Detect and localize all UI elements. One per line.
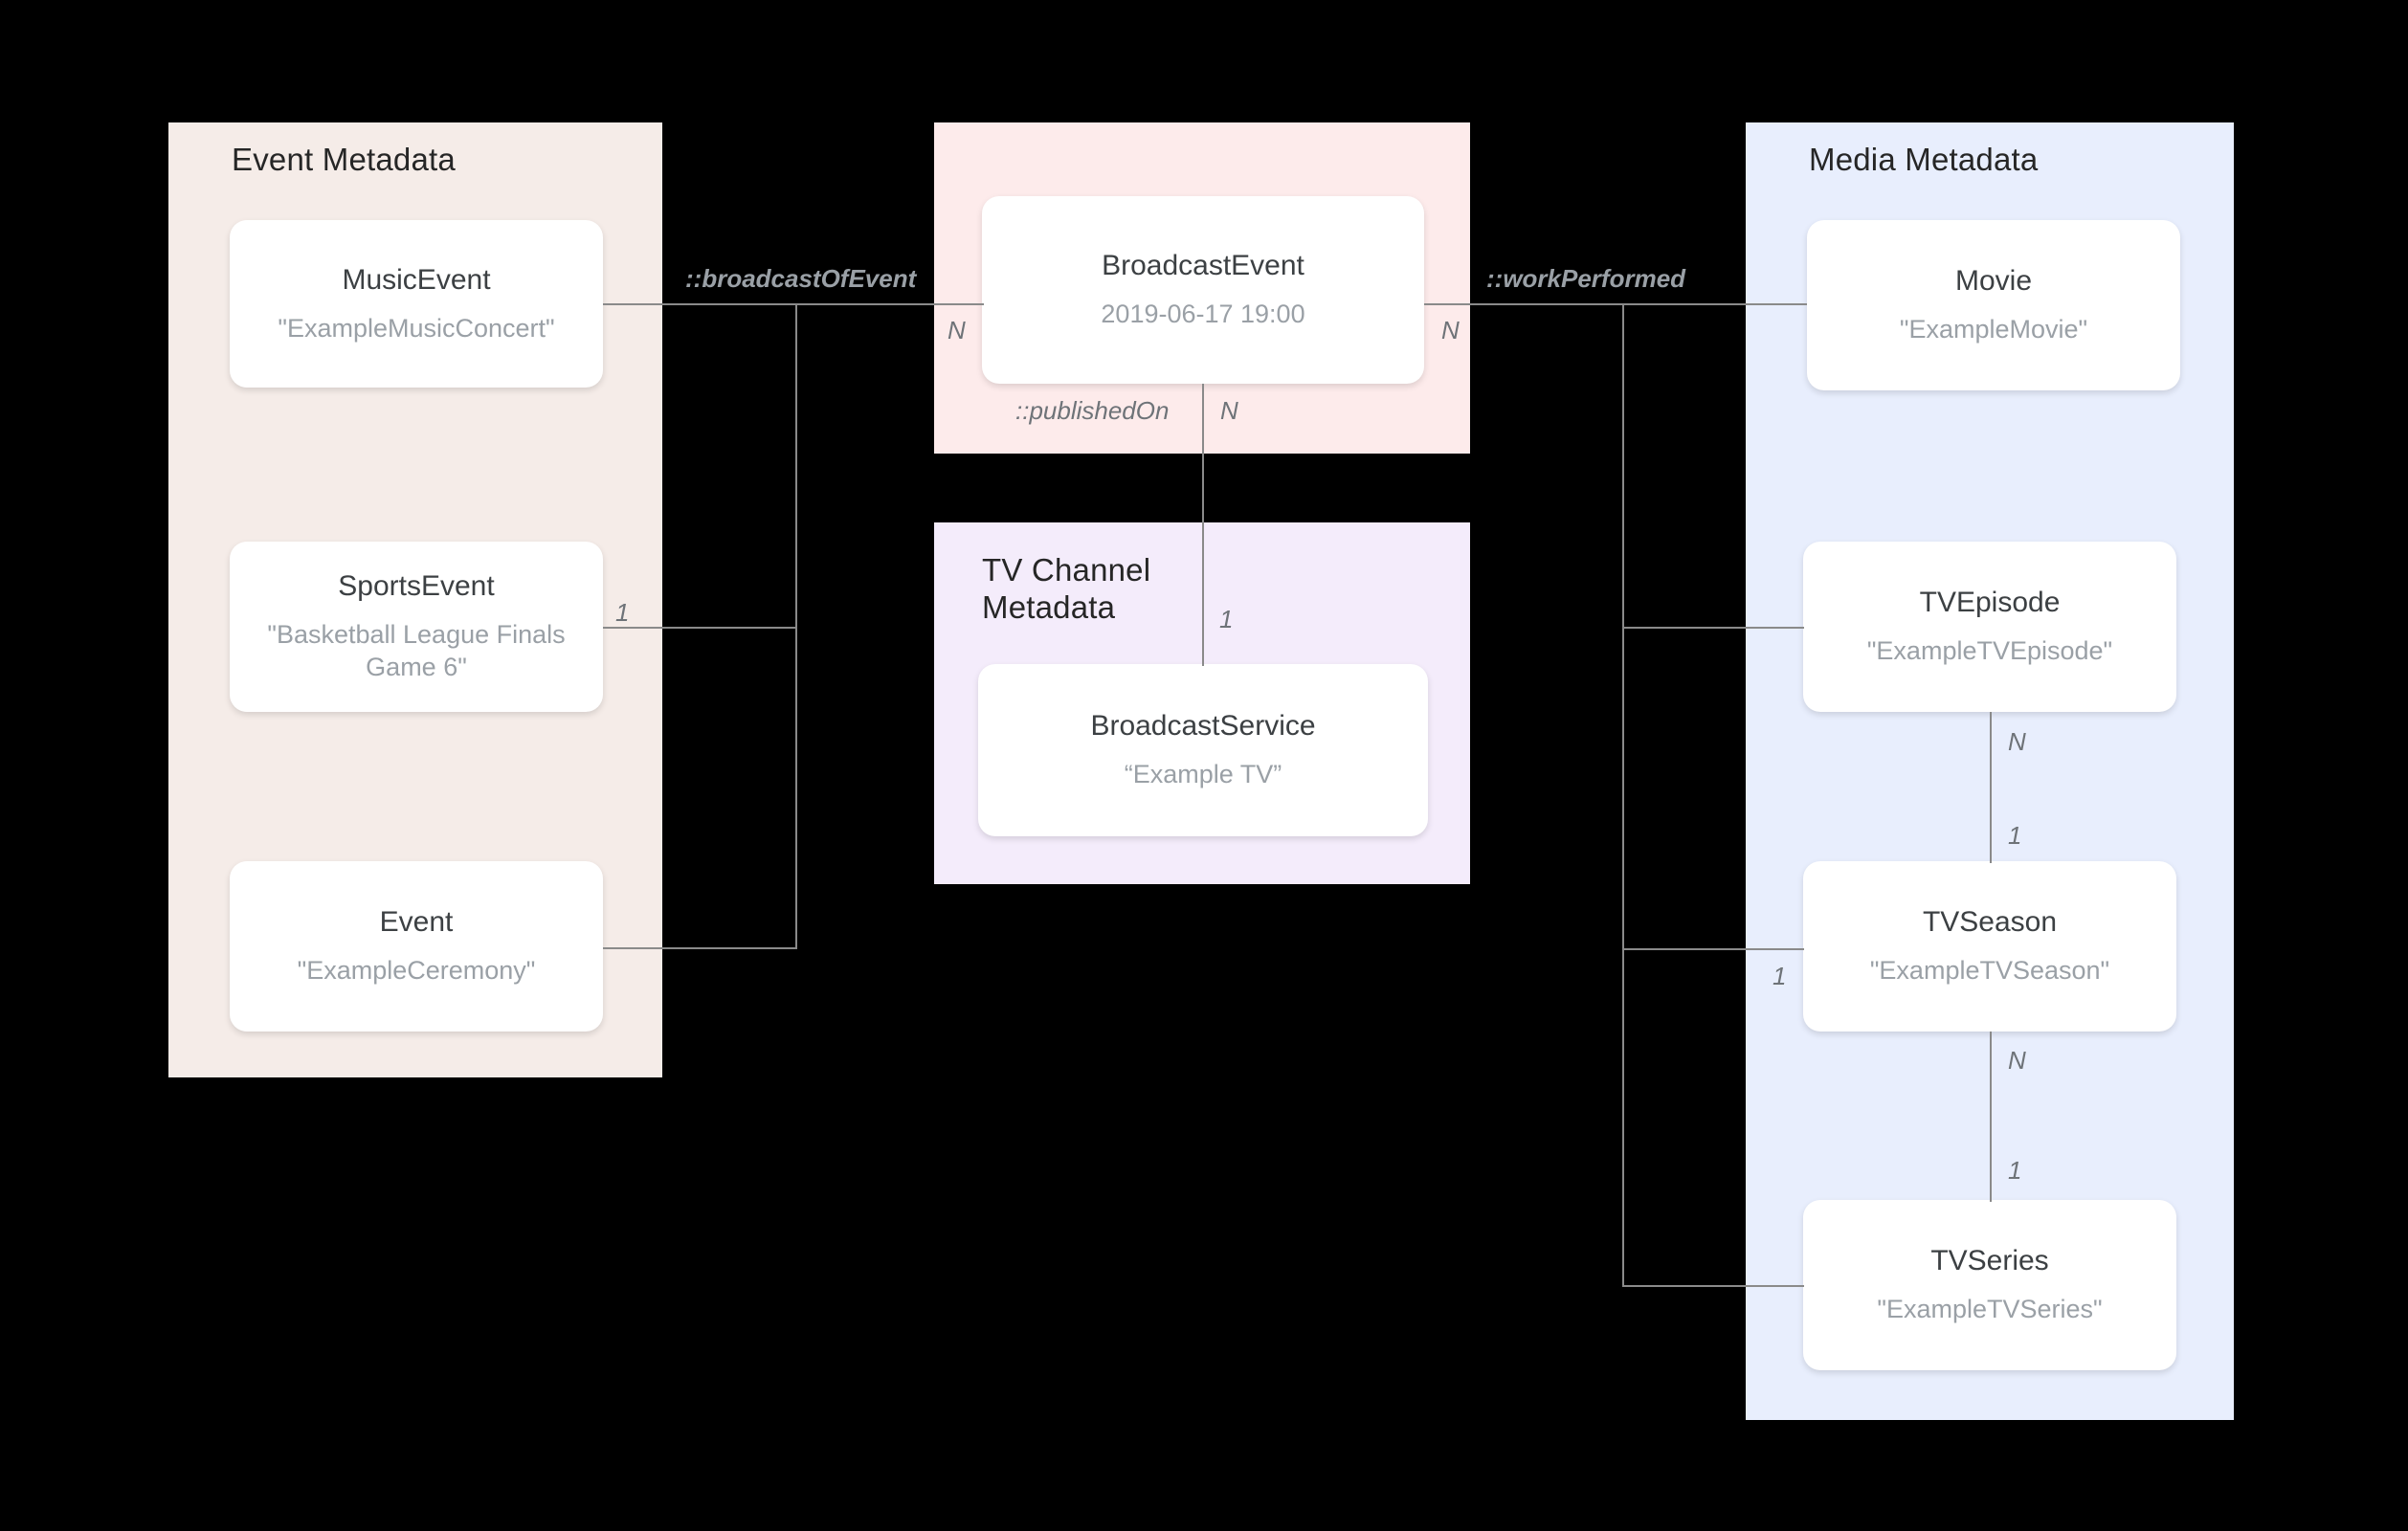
entity-value-music-event: "ExampleMusicConcert" — [278, 313, 555, 343]
group-title-tv-channel-metadata: TV Channel Metadata — [982, 552, 1151, 625]
connector-tv-episode-to-tv-season — [1990, 712, 1992, 863]
connector-trunk-to-tv-series — [1622, 1285, 1804, 1287]
entity-type-tv-episode: TVEpisode — [1919, 587, 2061, 619]
entity-type-movie: Movie — [1954, 265, 2033, 298]
connector-music-event-to-broadcast-event — [603, 303, 984, 305]
relation-label-broadcast-of-event: ::broadcastOfEvent — [685, 264, 917, 293]
cardinality-tv-episode-to-season-1: 1 — [2008, 821, 2022, 850]
cardinality-broadcast-event-bottom: N — [1220, 396, 1238, 425]
entity-value-event: "ExampleCeremony" — [297, 956, 536, 986]
entity-type-event: Event — [379, 906, 454, 939]
entity-type-tv-series: TVSeries — [1930, 1245, 2049, 1277]
entity-type-music-event: MusicEvent — [342, 263, 491, 296]
connector-sports-event-to-trunk — [603, 627, 797, 629]
entity-card-sports-event[interactable]: SportsEvent "Basketball League Finals Ga… — [230, 542, 603, 712]
entity-value-tv-series: "ExampleTVSeries" — [1877, 1295, 2103, 1324]
connector-broadcast-event-to-broadcast-service — [1202, 384, 1204, 666]
entity-type-broadcast-service: BroadcastService — [1090, 710, 1316, 743]
connector-trunk-to-tv-episode — [1622, 627, 1804, 629]
entity-value-broadcast-event: 2019-06-17 19:00 — [1101, 300, 1305, 329]
entity-type-sports-event: SportsEvent — [338, 570, 495, 603]
cardinality-sports-event-to-broadcast: 1 — [615, 598, 630, 627]
entity-card-event[interactable]: Event "ExampleCeremony" — [230, 861, 603, 1032]
cardinality-broadcast-event-right: N — [1441, 316, 1460, 344]
entity-card-movie[interactable]: Movie "ExampleMovie" — [1807, 220, 2180, 390]
connector-event-to-trunk — [603, 947, 797, 949]
group-title-event-metadata: Event Metadata — [232, 142, 456, 177]
cardinality-tv-episode-to-season-n: N — [2008, 727, 2026, 756]
entity-value-tv-episode: "ExampleTVEpisode" — [1866, 636, 2113, 666]
entity-card-broadcast-event[interactable]: BroadcastEvent 2019-06-17 19:00 — [982, 196, 1424, 384]
cardinality-broadcast-service-top: 1 — [1219, 605, 1234, 633]
entity-type-tv-season: TVSeason — [1922, 906, 2058, 939]
entity-card-tv-series[interactable]: TVSeries "ExampleTVSeries" — [1803, 1200, 2176, 1370]
connector-trunk-event-left — [795, 303, 797, 948]
entity-type-broadcast-event: BroadcastEvent — [1102, 250, 1304, 282]
cardinality-tv-season-left: 1 — [1773, 962, 1787, 990]
cardinality-broadcast-event-left: N — [948, 316, 966, 344]
entity-card-music-event[interactable]: MusicEvent "ExampleMusicConcert" — [230, 220, 603, 388]
relation-label-published-on: ::publishedOn — [1015, 396, 1170, 425]
group-title-media-metadata: Media Metadata — [1809, 142, 2039, 177]
connector-trunk-media-right — [1622, 303, 1624, 1286]
entity-value-sports-event: "Basketball League Finals Game 6" — [267, 620, 566, 681]
entity-value-tv-season: "ExampleTVSeason" — [1869, 956, 2110, 986]
cardinality-tv-season-to-series-1: 1 — [2008, 1156, 2022, 1185]
connector-tv-season-to-tv-series — [1990, 1032, 1992, 1202]
connector-trunk-to-tv-season — [1622, 948, 1804, 950]
entity-value-movie: "ExampleMovie" — [1899, 315, 2088, 344]
entity-value-broadcast-service: “Example TV” — [1124, 760, 1282, 789]
entity-card-tv-episode[interactable]: TVEpisode "ExampleTVEpisode" — [1803, 542, 2176, 712]
entity-card-tv-season[interactable]: TVSeason "ExampleTVSeason" — [1803, 861, 2176, 1032]
cardinality-tv-season-to-series-n: N — [2008, 1046, 2026, 1075]
relation-label-work-performed: ::workPerformed — [1486, 264, 1686, 293]
connector-broadcast-event-to-movie — [1424, 303, 1807, 305]
entity-card-broadcast-service[interactable]: BroadcastService “Example TV” — [978, 664, 1428, 836]
